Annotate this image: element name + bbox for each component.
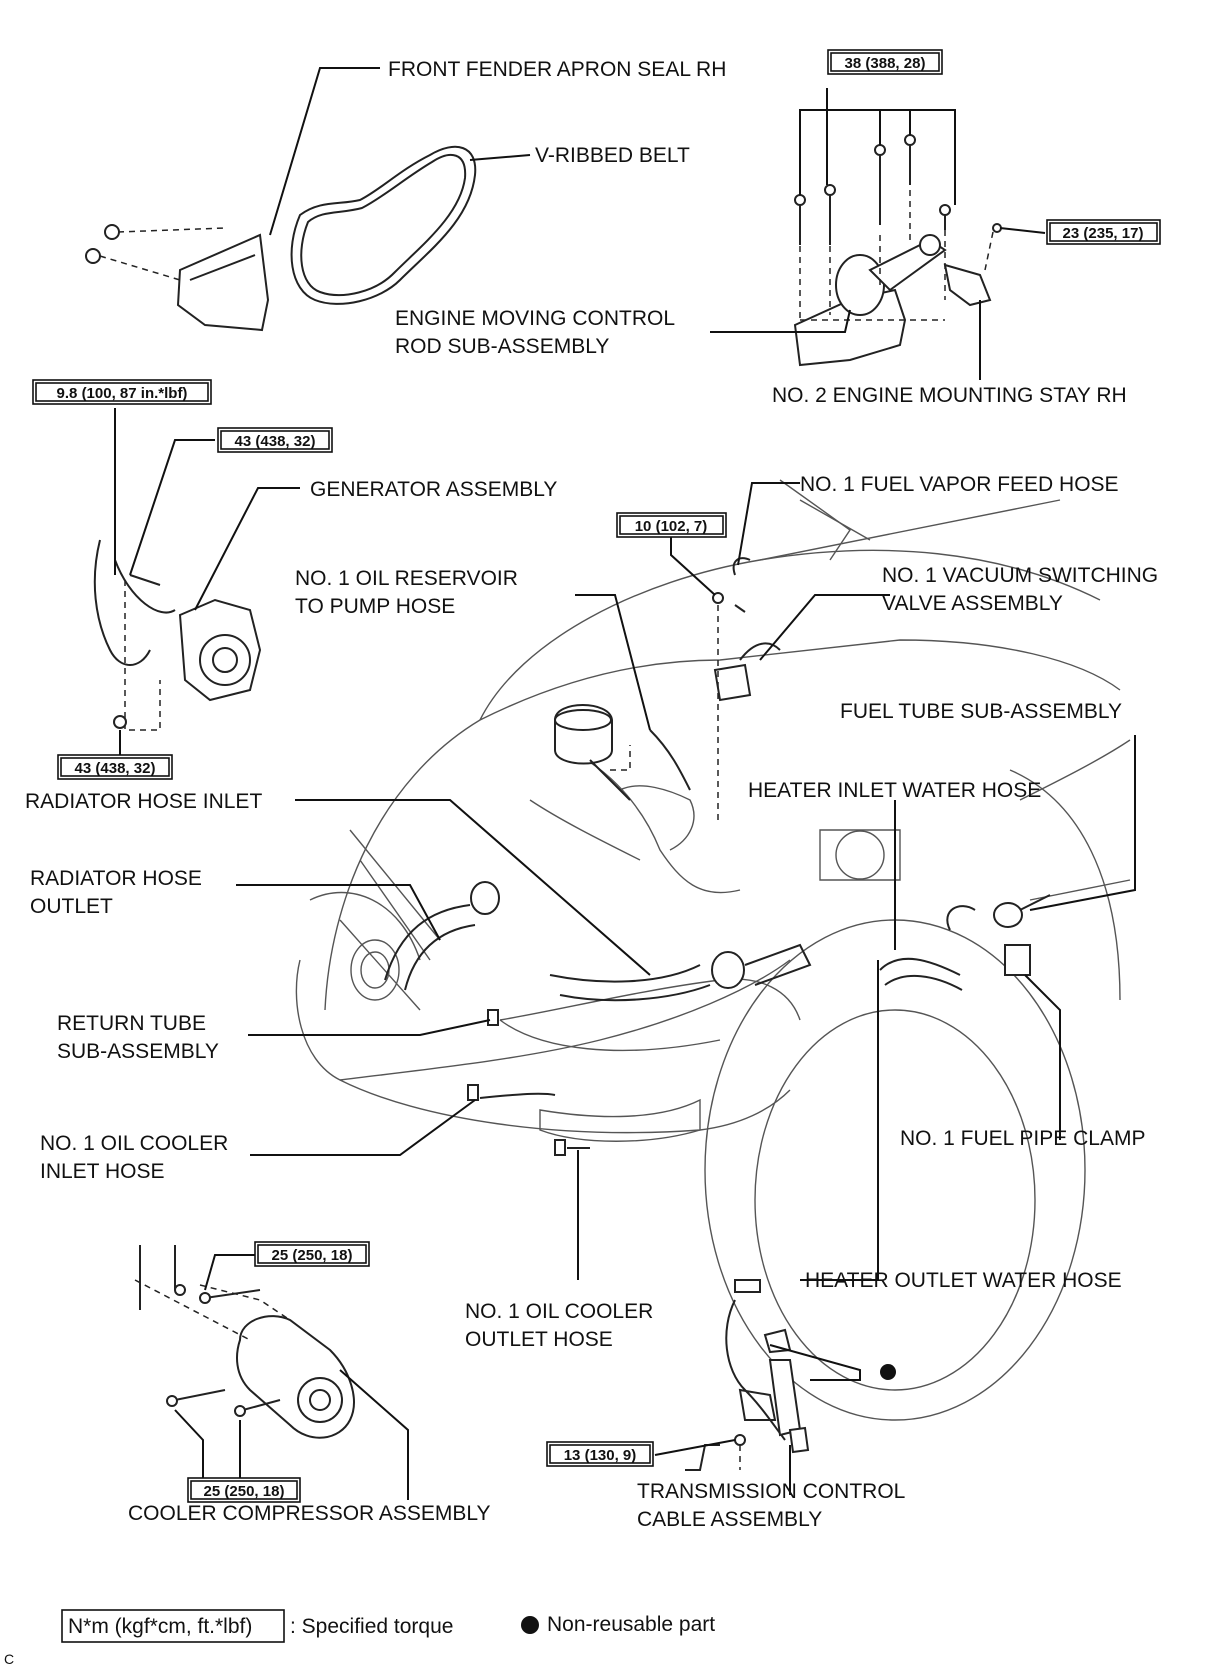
label-return-tube-1: RETURN TUBE (57, 1012, 206, 1035)
label-transmission-control-1: TRANSMISSION CONTROL (637, 1480, 905, 1503)
label-no1-oil-cooler-inlet-1: NO. 1 OIL COOLER (40, 1132, 228, 1155)
torque-generator-top: 9.8 (100, 87 in.*lbf) (57, 385, 188, 402)
label-v-ribbed-belt: V-RIBBED BELT (535, 144, 690, 167)
corner-mark: C (4, 1651, 14, 1667)
oil-cooler-hoses-part (467, 1009, 590, 1156)
oil-reservoir-part (554, 704, 691, 801)
label-no1-oil-cooler-outlet-2: OUTLET HOSE (465, 1328, 613, 1351)
label-generator-assembly: GENERATOR ASSEMBLY (310, 478, 557, 501)
vacuum-switching-valve-part (712, 557, 781, 820)
torque-compressor-top: 25 (250, 18) (272, 1247, 353, 1264)
torque-specs: 38 (388, 28) 23 (235, 17) 9.8 (100, 87 i… (32, 49, 1161, 1503)
generator-assembly-part (93, 539, 262, 731)
label-no1-oil-cooler-outlet-1: NO. 1 OIL COOLER (465, 1300, 653, 1323)
label-heater-inlet-water-hose: HEATER INLET WATER HOSE (748, 779, 1041, 802)
label-fuel-tube-sub-assembly: FUEL TUBE SUB-ASSEMBLY (840, 700, 1122, 723)
label-radiator-hose-inlet: RADIATOR HOSE INLET (25, 790, 262, 813)
label-no1-fuel-vapor-feed-hose: NO. 1 FUEL VAPOR FEED HOSE (800, 473, 1119, 496)
no2-engine-mounting-stay-part (943, 223, 1002, 307)
label-radiator-hose-outlet-1: RADIATOR HOSE (30, 867, 202, 890)
label-engine-moving-control-rod-1: ENGINE MOVING CONTROL (395, 307, 675, 330)
engine-moving-control-rod-part (793, 134, 951, 367)
label-heater-outlet-water-hose: HEATER OUTLET WATER HOSE (805, 1269, 1122, 1292)
part-labels: FRONT FENDER APRON SEAL RH V-RIBBED BELT… (25, 58, 1158, 1531)
label-no2-engine-mounting-stay: NO. 2 ENGINE MOUNTING STAY RH (772, 384, 1127, 407)
label-no1-oil-cooler-inlet-2: INLET HOSE (40, 1160, 164, 1183)
label-engine-moving-control-rod-2: ROD SUB-ASSEMBLY (395, 335, 609, 358)
legend-nonreusable-text: Non-reusable part (547, 1613, 715, 1636)
label-return-tube-2: SUB-ASSEMBLY (57, 1040, 219, 1063)
torque-generator-bolt: 43 (438, 32) (235, 433, 316, 450)
label-radiator-hose-outlet-2: OUTLET (30, 895, 113, 918)
torque-generator-lower: 43 (438, 32) (75, 760, 156, 777)
leader-lines (114, 67, 1136, 1500)
torque-mount-bolts: 38 (388, 28) (845, 55, 926, 72)
label-transmission-control-2: CABLE ASSEMBLY (637, 1508, 822, 1531)
torque-vsv-bolt: 10 (102, 7) (635, 518, 708, 535)
nonreusable-part-dot (880, 1364, 896, 1380)
label-no1-vacuum-switching-2: VALVE ASSEMBLY (882, 592, 1063, 615)
legend-torque-text: : Specified torque (290, 1615, 453, 1638)
torque-compressor-bottom: 25 (250, 18) (204, 1483, 285, 1500)
radiator-hose-outlet-part (384, 881, 500, 991)
label-no1-vacuum-switching-1: NO. 1 VACUUM SWITCHING (882, 564, 1158, 587)
v-ribbed-belt-part (290, 145, 477, 305)
label-front-fender-apron-seal: FRONT FENDER APRON SEAL RH (388, 58, 726, 81)
legend: N*m (kgf*cm, ft.*lbf) : Specified torque… (61, 1609, 715, 1643)
front-fender-apron-seal-part (85, 224, 270, 332)
label-no1-fuel-pipe-clamp: NO. 1 FUEL PIPE CLAMP (900, 1127, 1145, 1150)
legend-nonreusable-dot (521, 1616, 539, 1634)
torque-mount-nut: 23 (235, 17) (1063, 225, 1144, 242)
heater-hoses-part (879, 894, 1051, 991)
torque-cable-nut: 13 (130, 9) (564, 1447, 637, 1464)
label-no1-oil-reservoir-2: TO PUMP HOSE (295, 595, 455, 618)
radiator-hose-inlet-part (549, 943, 812, 1002)
cooler-compressor-part (134, 1245, 355, 1439)
legend-torque-format: N*m (kgf*cm, ft.*lbf) (68, 1615, 252, 1638)
label-cooler-compressor-assembly: COOLER COMPRESSOR ASSEMBLY (128, 1502, 491, 1525)
label-no1-oil-reservoir-1: NO. 1 OIL RESERVOIR (295, 567, 518, 590)
vehicle-front-outline (295, 479, 1131, 1421)
transmission-control-cable-part (685, 1279, 810, 1471)
